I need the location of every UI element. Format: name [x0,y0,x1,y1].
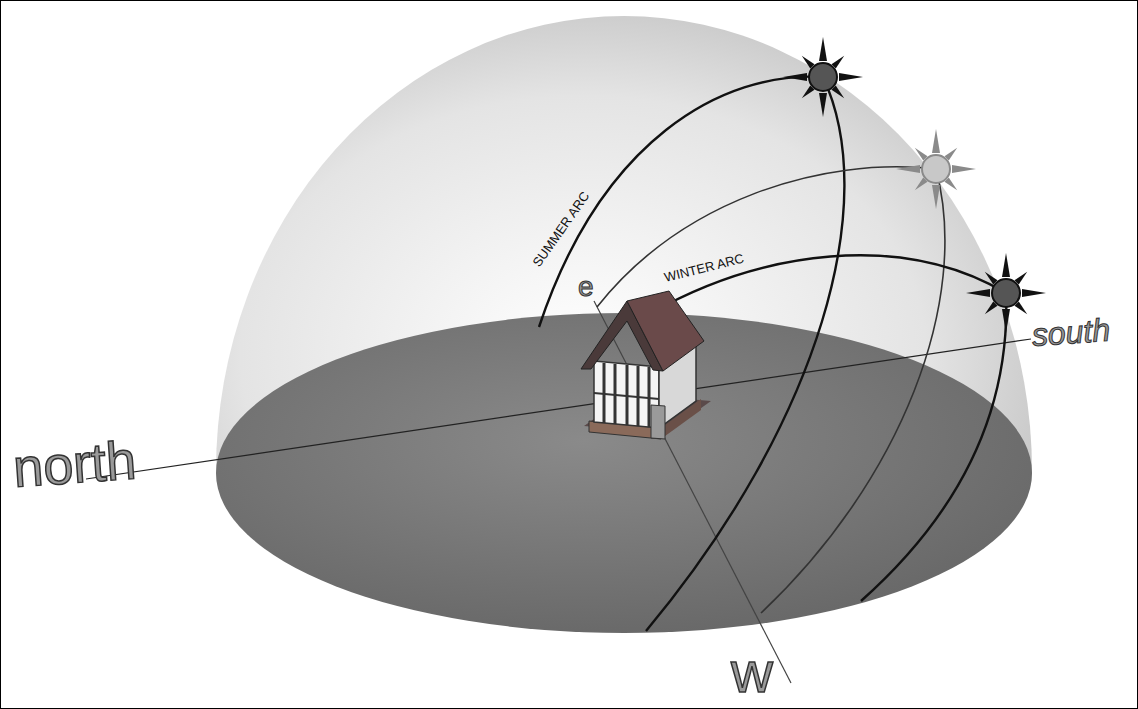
direction-label: e [578,273,594,301]
equinox-arc [597,167,945,613]
north-south-axis [86,339,1031,479]
summer-arc [539,77,844,631]
direction-label: north [11,433,138,495]
ground-disc [216,313,1032,633]
direction-label: w [731,643,773,701]
house [581,291,711,439]
winter-arc [651,255,1006,601]
east-west-axis [594,301,791,683]
direction-label: south [1031,314,1111,351]
summer-sun [783,37,863,117]
equinox-sun [896,129,976,209]
